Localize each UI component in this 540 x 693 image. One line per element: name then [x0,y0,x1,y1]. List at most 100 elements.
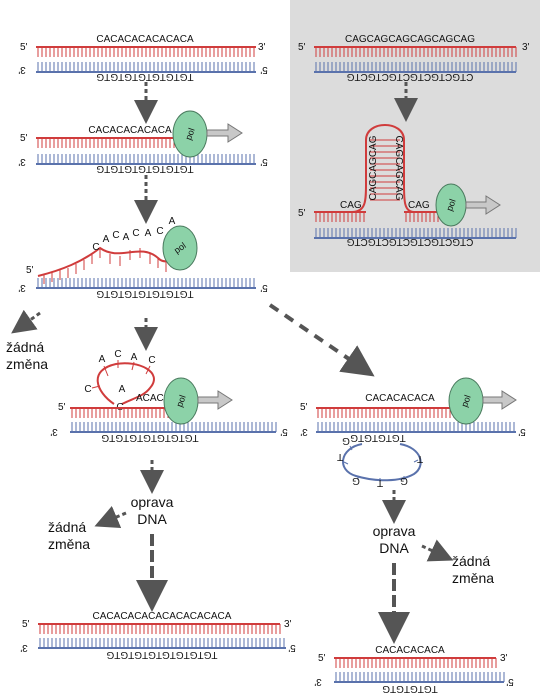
five-prime-label: 5' [20,42,28,53]
tg-sequence-final-short: TGTGTGTG [382,683,438,693]
duplex-final-short: CACACACACA 5' 3' TGTGTGTG 3' 5' [314,645,514,693]
five-prime-label: 5' [26,265,34,276]
duplex-final-short-strands [334,657,505,683]
duplex-right-strands [316,407,516,433]
duplex-final-long-strands [38,623,286,649]
acaca-stub: ACACA [136,393,171,404]
repair-label: oprava [373,523,416,539]
polymerase-label: pol [444,198,458,213]
five-prime-label-bottom: 5' [260,282,268,293]
three-prime-label-bottom: 3' [50,426,58,437]
tg-sequence-1: TGTGTGTGTGTGTG [96,71,193,82]
insertion-loop-base: C [114,349,121,360]
inset-duplex-1-strands [314,46,517,73]
inset-duplex-2-strands [314,211,517,239]
duplex-final-long: CACACACACACACACACACA 5' 3' TGTGTGTGTGTGT… [20,611,296,660]
three-prime-label: 3' [284,619,292,630]
no-change-label: změna [6,356,48,372]
insertion-loop-tick [131,361,135,371]
deletion-loop-base: G [400,475,408,486]
cag-left: CAG [340,200,362,211]
ca-sequence-2: CACACACACACA [88,125,172,136]
cag-right: CAG [408,200,430,211]
no-change-arrow [421,539,454,562]
slipped-base-label: C [112,230,119,241]
insertion-loop-base: A [119,384,126,395]
deletion-loop-base: G [342,435,350,446]
five-prime-label: 5' [298,42,306,53]
five-prime-label: 5' [318,653,326,664]
insertion-loop-base: C [148,355,155,366]
slipped-base-label: C [132,228,139,239]
duplex-2: CACACACACACA 5' TGTGTGTGTGTGTG 3' 5' pol [18,110,268,174]
no-change-label: žádná [48,519,86,535]
ctg-sequence-2: CTGCTGCTGCTGCTGCTG [346,236,473,247]
tg-sequence-3: TGTGTGTGTGTGTG [96,288,193,299]
no-change-arrow [94,505,127,529]
hairpin [351,124,415,213]
five-prime-label: 5' [58,402,66,413]
five-prime-label: 5' [22,619,30,630]
slipped-base-label: C [92,242,99,253]
duplex-1-strands [36,46,256,73]
slipped-base-label: A [145,228,152,239]
slipped-base-label: C [156,226,163,237]
five-prime-label-bottom: 5' [280,426,288,437]
hairpin-left-sequence: CAGCAGCAG [368,135,379,200]
three-prime-label-bottom: 3' [300,426,308,437]
ca-sequence-final-short: CACACACACA [375,645,445,656]
three-prime-label: 3' [522,42,530,53]
five-prime-label: 5' [298,208,306,219]
no-change-label: změna [452,570,494,586]
three-prime-label-bottom: 3' [20,642,28,653]
five-prime-label-bottom: 5' [518,426,526,437]
duplex-1: CACACACACACACA 5' 3' TGTGTGTGTGTGTG 3' 5… [18,34,268,82]
polymerase-label: pol [174,394,188,409]
inset-hairpin: CAGCAGCAG CAGCAGCAG CAG CAG 5' CTGCTGCTG… [298,124,517,247]
polymerase-label: pol [183,127,197,142]
repair-label: oprava [131,494,174,510]
deletion-loop-tick [413,459,419,463]
direction-arrow [465,195,501,215]
duplex-2-strands [36,137,256,165]
inset-panel [290,0,540,272]
diagonal-arrow [268,303,375,377]
duplex-4: ACACCAC ACACA 5' TGTGTGTGTGTGTG 3' 5' po… [50,349,288,443]
ca-sequence-final: CACACACACACACACACACA [93,611,232,622]
deletion-loop-tick [349,445,353,451]
three-prime-label-bottom: 3' [314,676,322,687]
slipped-strand [37,246,181,277]
five-prime-label-bottom: 5' [260,156,268,167]
tg-sequence-2: TGTGTGTGTGTGTG [96,163,193,174]
direction-arrow [197,390,233,410]
repair-label: DNA [137,511,167,527]
insertion-loop-base: A [99,354,106,365]
slipped-strand-ticks [43,248,173,284]
insertion-loop-tick [145,365,151,375]
ctg-sequence-1: CTGCTGCTGCTGCTGCTG [346,71,473,82]
inset-duplex-1: CAGCAGCAGCAGCAGCAG 5' 3' CTGCTGCTGCTGCTG… [298,34,530,82]
no-change-label: změna [48,536,90,552]
hairpin-rungs [370,139,400,201]
polymerase-label: pol [459,394,473,409]
five-prime-label-bottom: 5' [260,64,268,75]
direction-arrow [206,123,243,143]
three-prime-label-bottom: 3' [18,282,26,293]
three-prime-label-bottom: 3' [18,64,26,75]
tg-sequence-right: TGTGTGTG [350,432,406,443]
ca-sequence-1: CACACACACACACA [96,34,194,45]
slipped-base-label: A [169,216,176,227]
duplex-3-strands [36,278,256,289]
five-prime-label: 5' [300,402,308,413]
direction-arrow [482,390,517,410]
insertion-loop-tick [91,385,101,389]
insertion-loop-tick [103,365,109,377]
ca-sequence-right: CACACACACA [365,393,435,404]
five-prime-label-bottom: 5' [506,676,514,687]
deletion-loop-base: T [417,453,423,464]
